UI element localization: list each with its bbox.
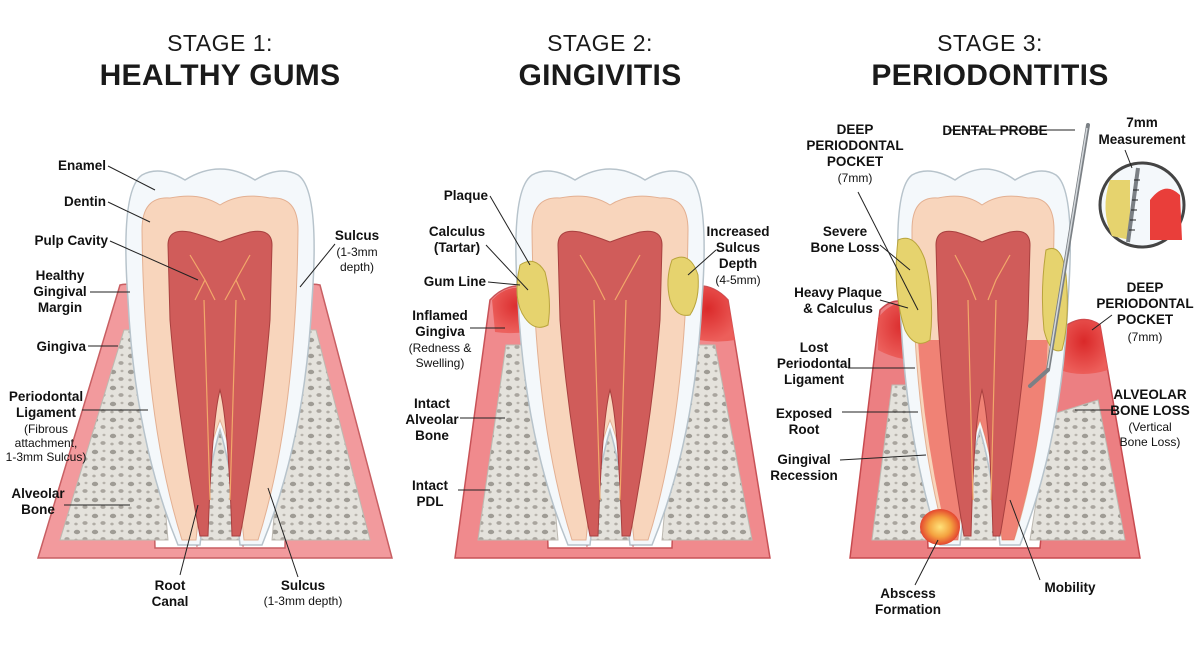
label-root-canal-1: Root (155, 578, 186, 593)
label-enamel: Enamel (58, 158, 106, 173)
stage-3-pulp-vessels (954, 254, 1011, 501)
label-lost-pdl-3: Ligament (784, 372, 845, 387)
label-heavy-plaque-1: Heavy Plaque (794, 285, 882, 300)
stage-2-labels: Plaque Calculus (Tartar) Gum Line Inflam… (405, 188, 769, 509)
label-periodontal-ligament-note-2: attachment, (15, 436, 78, 450)
stage-3-abscess (920, 509, 960, 545)
label-measurement-1: 7mm (1126, 115, 1158, 130)
label-dentin: Dentin (64, 194, 106, 209)
label-sulcus-bottom-note: (1-3mm depth) (264, 594, 343, 608)
stage-2-plaque-left (516, 260, 550, 328)
label-abscess-2: Formation (875, 602, 941, 617)
label-intact-alveolar-bone-1: Intact (414, 396, 451, 411)
stage-1-tooth-group (36, 168, 393, 559)
label-increased-sulcus-1: Increased (706, 224, 769, 239)
label-gum-line: Gum Line (424, 274, 487, 289)
label-severe-bone-loss-1: Severe (823, 224, 868, 239)
stage-1-pulp (167, 230, 273, 537)
stage-2-plaque-right (667, 256, 699, 316)
probe-magnifier (1098, 161, 1186, 249)
label-inflamed-gingiva-note-1: (Redness & (409, 341, 472, 355)
label-intact-pdl-1: Intact (412, 478, 449, 493)
label-deep-pocket-left-3: POCKET (827, 154, 884, 169)
label-intact-pdl-2: PDL (417, 494, 444, 509)
label-exposed-root-1: Exposed (776, 406, 832, 421)
label-plaque: Plaque (444, 188, 489, 203)
label-gingival-recession-2: Recession (770, 468, 838, 483)
label-intact-alveolar-bone-3: Bone (415, 428, 449, 443)
label-healthy-gingival-margin-3: Margin (38, 300, 82, 315)
stage-1-pulp-vessels (189, 254, 251, 501)
leader-lines (64, 129, 1133, 586)
dental-probe-highlight (1047, 127, 1088, 369)
label-intact-alveolar-bone-2: Alveolar (405, 412, 459, 427)
stage-3-pulp (935, 230, 1031, 537)
label-periodontal-ligament-2: Ligament (16, 405, 77, 420)
stage-2-pulp-vessels (579, 254, 641, 501)
label-calculus-1: Calculus (429, 224, 485, 239)
label-sulcus-right: Sulcus (335, 228, 379, 243)
stage-1-name: HEALTHY GUMS (99, 59, 341, 92)
label-deep-pocket-left-2: PERIODONTAL (806, 138, 903, 153)
label-heavy-plaque-2: & Calculus (803, 301, 873, 316)
stage-3-labels: DEEP PERIODONTAL POCKET (7mm) DENTAL PRO… (770, 115, 1193, 617)
label-deep-pocket-left-1: DEEP (837, 122, 874, 137)
label-deep-pocket-right-1: DEEP (1127, 280, 1164, 295)
label-exposed-root-2: Root (789, 422, 820, 437)
label-calculus-2: (Tartar) (434, 240, 480, 255)
label-alveolar-bone-1: Alveolar (11, 486, 65, 501)
stage-2-pulp (557, 230, 663, 537)
label-periodontal-ligament-note-1: (Fibrous (24, 422, 68, 436)
label-sulcus-right-note-2: depth) (340, 260, 374, 274)
stage-3-inflamed-right (1060, 319, 1108, 374)
label-dental-probe: DENTAL PROBE (942, 123, 1047, 138)
stage-3-plaque-right (1041, 248, 1068, 352)
label-gingiva: Gingiva (36, 339, 86, 354)
label-severe-bone-loss-2: Bone Loss (810, 240, 879, 255)
label-alveolar-bone-2: Bone (21, 502, 55, 517)
label-alveolar-bone-loss-note-1: (Vertical (1128, 420, 1171, 434)
label-alveolar-bone-loss-note-2: Bone Loss) (1120, 435, 1181, 449)
stage-3-title: STAGE 3: PERIODONTITIS (825, 30, 1155, 93)
label-alveolar-bone-loss-1: ALVEOLAR (1113, 387, 1186, 402)
stage-2-label: STAGE 2: (547, 30, 653, 56)
stage-3-name: PERIODONTITIS (871, 59, 1109, 92)
label-gingival-recession-1: Gingival (777, 452, 830, 467)
stage-2-title: STAGE 2: GINGIVITIS (435, 30, 765, 93)
label-deep-pocket-right-note: (7mm) (1128, 330, 1163, 344)
label-root-canal-2: Canal (152, 594, 189, 609)
label-lost-pdl-2: Periodontal (777, 356, 851, 371)
stage-2-name: GINGIVITIS (518, 59, 682, 92)
label-mobility: Mobility (1045, 580, 1096, 595)
label-sulcus-bottom: Sulcus (281, 578, 325, 593)
stage-3-plaque-left (895, 237, 933, 344)
label-inflamed-gingiva-2: Gingiva (415, 324, 465, 339)
stage-1-labels: Enamel Dentin Pulp Cavity Healthy Gingiv… (6, 158, 379, 609)
label-deep-pocket-left-note: (7mm) (838, 171, 873, 185)
stage-3-label: STAGE 3: (937, 30, 1043, 56)
label-healthy-gingival-margin-1: Healthy (36, 268, 85, 283)
label-inflamed-gingiva-1: Inflamed (412, 308, 468, 323)
label-increased-sulcus-2: Sulcus (716, 240, 760, 255)
label-alveolar-bone-loss-2: BONE LOSS (1110, 403, 1190, 418)
label-increased-sulcus-note: (4-5mm) (715, 273, 760, 287)
label-periodontal-ligament-1: Periodontal (9, 389, 83, 404)
label-healthy-gingival-margin-2: Gingival (33, 284, 86, 299)
label-abscess-1: Abscess (880, 586, 936, 601)
label-pulp-cavity: Pulp Cavity (34, 233, 108, 248)
stage-1-label: STAGE 1: (167, 30, 273, 56)
stage-2-tooth-group (454, 168, 771, 559)
label-increased-sulcus-3: Depth (719, 256, 757, 271)
label-measurement-2: Measurement (1098, 132, 1186, 147)
label-sulcus-right-note-1: (1-3mm (336, 245, 377, 259)
stage-3-tooth-group (849, 123, 1186, 559)
label-inflamed-gingiva-note-2: Swelling) (416, 356, 465, 370)
stage-1-title: STAGE 1: HEALTHY GUMS (55, 30, 385, 93)
label-deep-pocket-right-2: PERIODONTAL (1096, 296, 1193, 311)
label-deep-pocket-right-3: POCKET (1117, 312, 1174, 327)
label-periodontal-ligament-note-3: 1-3mm Sulcus) (6, 450, 87, 464)
label-lost-pdl-1: Lost (800, 340, 829, 355)
